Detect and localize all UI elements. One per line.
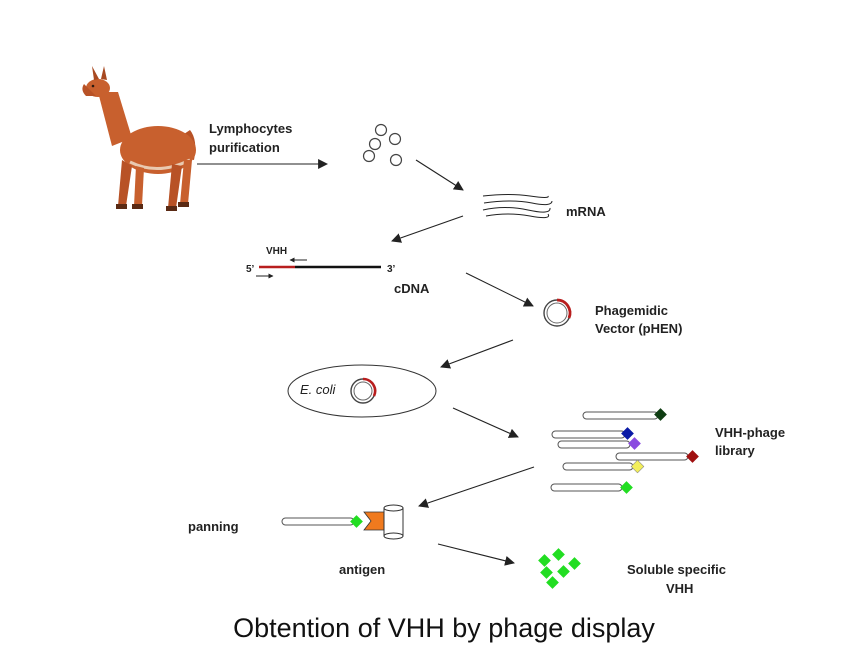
arrow-mrna-to-cdna: [391, 215, 464, 243]
ecoli-label: E. coli: [300, 382, 337, 397]
phage-icon: [582, 408, 667, 421]
lymphocyte-cells-icon: [362, 123, 403, 167]
arrow-library-to-panning: [418, 466, 535, 508]
vhh-label: VHH: [266, 246, 287, 257]
lymphocytes-label-line1: Lymphocytes: [209, 121, 292, 136]
library-label-line1: VHH-phage: [715, 425, 785, 440]
phage-icon: [550, 481, 633, 494]
plasmid-icon: [543, 298, 572, 327]
arrow-vector-to-ecoli: [440, 339, 514, 369]
ecoli-cell: [287, 364, 437, 418]
phage-icon: [281, 515, 363, 528]
five-prime-label: 5’: [246, 264, 255, 275]
plasmid-icon: [350, 377, 377, 404]
llama-icon: [82, 66, 196, 211]
phage-icon: [551, 427, 634, 440]
arrow-panning-to-soluble: [437, 543, 515, 566]
mrna-label: mRNA: [566, 204, 606, 219]
vector-label-line1: Phagemidic: [595, 303, 668, 318]
antigen-label: antigen: [339, 562, 385, 577]
antigen-icon: [363, 504, 404, 540]
panning-label: panning: [188, 519, 239, 534]
cdna-label: cDNA: [394, 281, 430, 296]
mrna-strands-icon: [482, 194, 553, 219]
lymphocytes-label-line2: purification: [209, 140, 280, 155]
soluble-label-line1: Soluble specific: [627, 562, 726, 577]
arrow-cells-to-mrna: [415, 159, 464, 191]
vector-label-line2: Vector (pHEN): [595, 321, 682, 336]
soluble-label-line2: VHH: [666, 581, 693, 596]
phage-icon: [615, 450, 699, 463]
vhh-fragment-icon: [538, 548, 581, 589]
phage-icon: [562, 459, 645, 474]
phage-library: [550, 408, 699, 494]
page-title: Obtention of VHH by phage display: [233, 613, 655, 643]
library-label-line2: library: [715, 443, 756, 458]
three-prime-label: 3’: [387, 264, 396, 275]
phage-icon: [557, 437, 641, 450]
arrow-ecoli-to-library: [452, 407, 519, 438]
arrow-cdna-to-vector: [465, 272, 534, 307]
